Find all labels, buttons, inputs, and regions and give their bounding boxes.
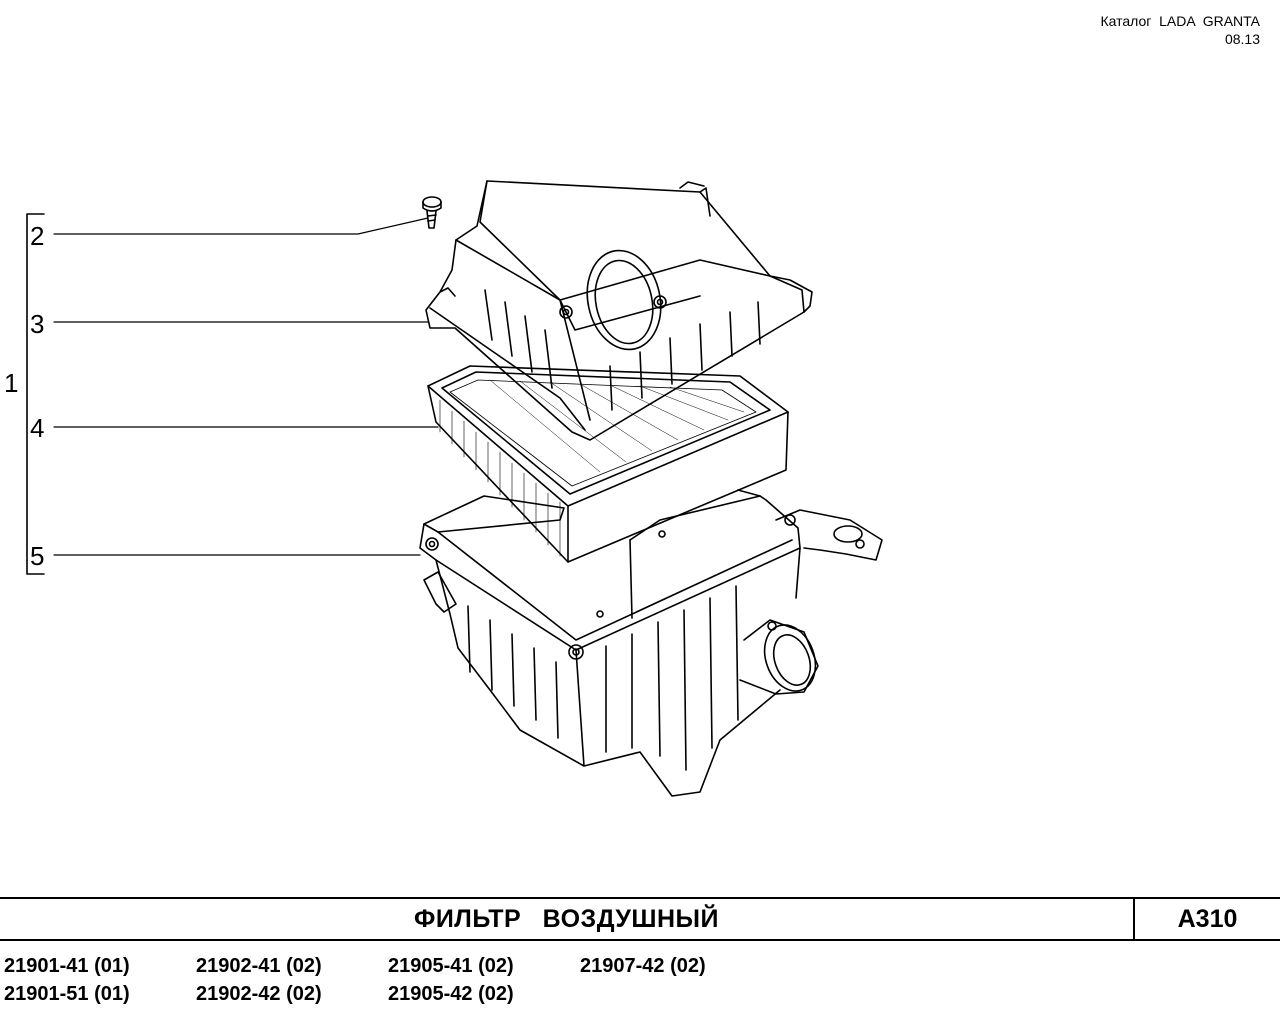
- catalog-name: Каталог LADA GRANTA: [1100, 13, 1260, 29]
- callout-2: 2: [30, 221, 44, 251]
- model-row: 21901-41 (01) 21902-41 (02) 21905-41 (02) 2…: [4, 955, 772, 983]
- leader-2: [53, 217, 429, 235]
- title-divider: [1133, 899, 1135, 939]
- catalog-header: Каталог LADA GRANTA 08.13: [1100, 12, 1260, 48]
- model-code: 21905-42 (02): [388, 983, 514, 1005]
- page-title: ФИЛЬТР ВОЗДУШНЫЙ: [413, 905, 719, 933]
- section-code: А310: [1177, 905, 1238, 933]
- callout-3: 3: [30, 309, 44, 339]
- model-code: 21901-41 (01): [4, 955, 130, 977]
- filter-body: [419, 489, 883, 797]
- callout-1: 1: [4, 368, 18, 398]
- model-code: 21905-41 (02): [388, 955, 514, 977]
- model-list: 21901-41 (01) 21902-41 (02) 21905-41 (02) 2…: [4, 955, 772, 1011]
- screw: [422, 196, 442, 229]
- leader-lines: [53, 217, 439, 556]
- model-code: 21902-42 (02): [196, 983, 322, 1005]
- filter-element: [427, 365, 789, 563]
- model-code: 21901-51 (01): [4, 983, 130, 1005]
- model-code: 21902-41 (02): [196, 955, 322, 977]
- callout-5: 5: [30, 541, 44, 571]
- catalog-date: 08.13: [1224, 31, 1260, 47]
- title-bar: ФИЛЬТР ВОЗДУШНЫЙ А310: [0, 897, 1280, 941]
- air-filter-exploded-drawing: 1 2 3 4 5: [4, 180, 883, 797]
- assembly-bracket: [26, 213, 45, 575]
- model-row: 21901-51 (01) 21902-42 (02) 21905-42 (02): [4, 983, 772, 1011]
- filter-cover: [425, 180, 813, 441]
- callout-4: 4: [30, 413, 44, 443]
- model-code: 21907-42 (02): [580, 955, 706, 977]
